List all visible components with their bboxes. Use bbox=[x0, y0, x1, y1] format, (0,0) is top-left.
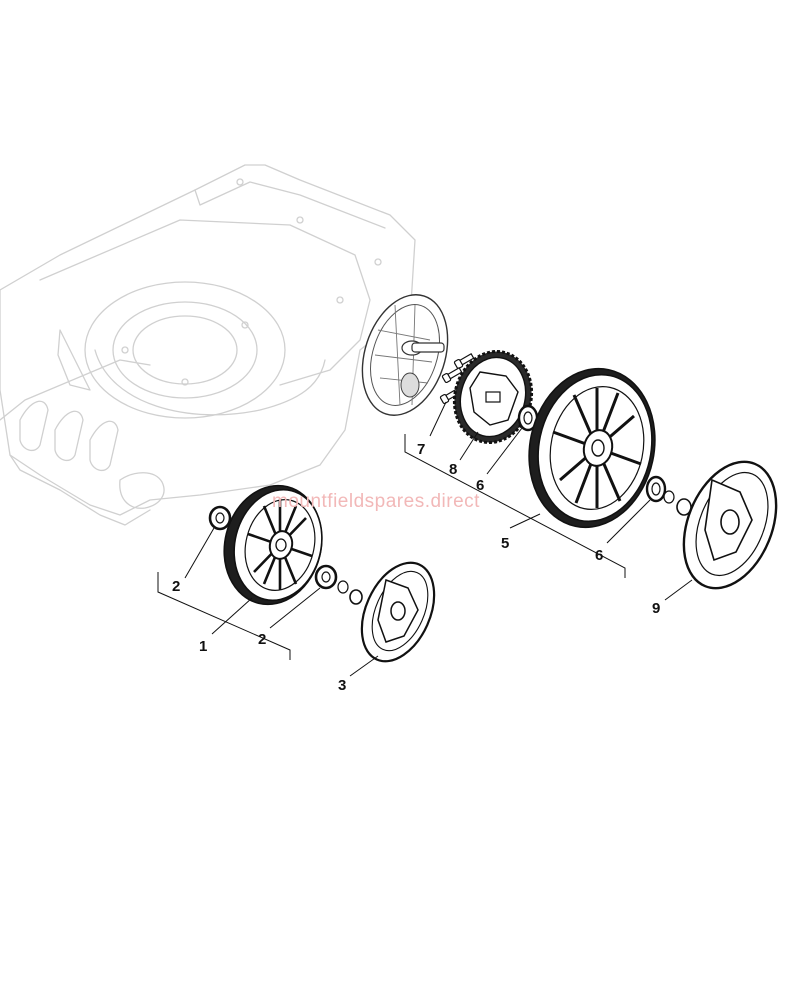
callout-2-outer-bearing: 2 bbox=[258, 631, 266, 648]
callout-7: 7 bbox=[417, 441, 425, 458]
callout-5: 5 bbox=[501, 535, 509, 552]
washer-and-nut-left bbox=[337, 580, 363, 605]
bearing-part-6-inner bbox=[517, 404, 539, 432]
drive-hub-plate bbox=[361, 294, 449, 416]
leader-lines bbox=[184, 401, 693, 677]
assembly-bracket-left bbox=[157, 572, 291, 660]
mower-deck-outline bbox=[0, 164, 416, 526]
washer-and-nut-right bbox=[663, 490, 692, 516]
callout-2-inner-bearing: 2 bbox=[172, 578, 180, 595]
callout-6-outer-bearing: 6 bbox=[595, 547, 603, 564]
callout-8: 8 bbox=[449, 461, 457, 478]
hub-cap-part-3 bbox=[360, 561, 436, 663]
callout-6-inner-bearing: 6 bbox=[476, 477, 484, 494]
watermark-text: mountfieldspares.direct bbox=[272, 491, 480, 512]
hub-cap-part-9 bbox=[682, 460, 778, 590]
front-wheel-part-1 bbox=[223, 484, 323, 606]
callout-9: 9 bbox=[652, 600, 660, 617]
callout-1: 1 bbox=[199, 638, 207, 655]
gear-ring-part-8 bbox=[452, 349, 534, 445]
bearing-part-2-inner bbox=[208, 505, 232, 531]
bearing-part-2-outer bbox=[314, 564, 338, 590]
bearing-part-6-outer bbox=[645, 475, 667, 503]
callout-3: 3 bbox=[338, 677, 346, 694]
rear-wheel-part-5 bbox=[528, 367, 656, 529]
assembly-bracket-right bbox=[404, 434, 626, 578]
screws-part-7 bbox=[439, 353, 475, 405]
